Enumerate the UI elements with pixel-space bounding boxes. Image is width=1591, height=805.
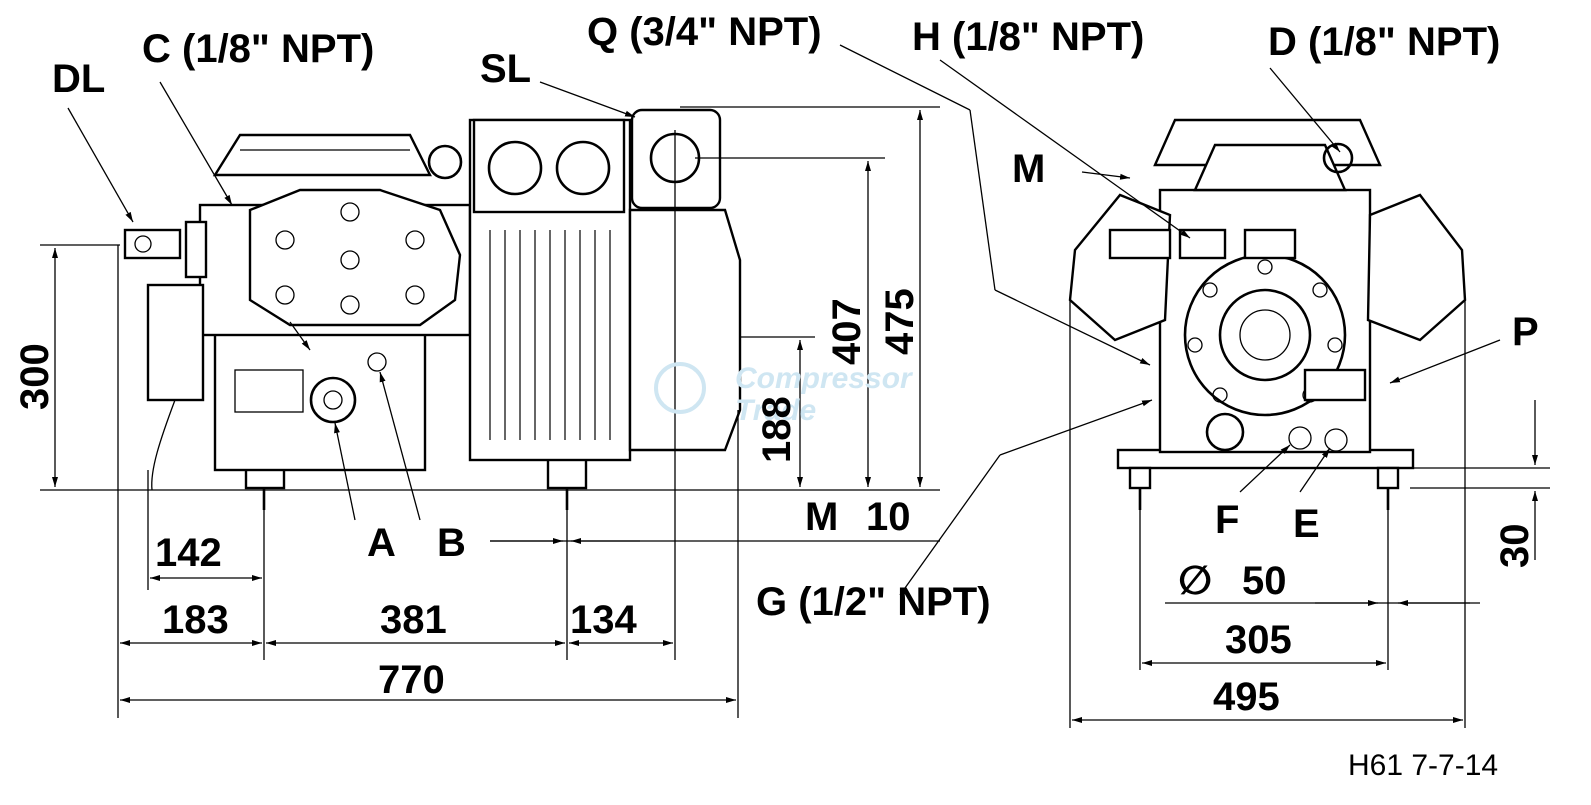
front-dimension-lines <box>1072 400 1538 723</box>
dim-134: 134 <box>570 598 637 642</box>
callout-d: D (1/8" NPT) <box>1268 20 1500 64</box>
side-dimension-lines <box>52 110 923 703</box>
callout-sl: SL <box>480 47 531 91</box>
dim-381: 381 <box>380 598 447 642</box>
dim-407: 407 <box>825 298 869 365</box>
dimension-labels: 300 188 407 475 10 142 183 381 134 770 ∅… <box>13 288 1537 719</box>
callout-m-side: M <box>1012 147 1045 191</box>
dim-142: 142 <box>155 531 222 575</box>
callout-g: G (1/2" NPT) <box>756 580 991 624</box>
callout-b: B <box>437 521 466 565</box>
callout-h: H (1/8" NPT) <box>912 15 1144 59</box>
side-leaders <box>67 81 636 521</box>
dim-300: 300 <box>13 343 57 410</box>
watermark-line2: Trade <box>735 394 816 427</box>
side-view <box>40 106 940 718</box>
dim-10: 10 <box>866 495 911 539</box>
dim-dia-symbol: ∅ <box>1178 559 1212 603</box>
callout-labels: DL C (1/8" NPT) SL Q (3/4" NPT) H (1/8" … <box>52 10 1539 624</box>
dim-188: 188 <box>755 396 799 463</box>
dim-50: 50 <box>1242 559 1287 603</box>
watermark-line1: Compressor <box>735 362 914 395</box>
dim-475: 475 <box>878 288 922 355</box>
dim-305: 305 <box>1225 618 1292 662</box>
callout-q: Q (3/4" NPT) <box>587 10 822 54</box>
callout-f: F <box>1215 498 1239 542</box>
dim-183: 183 <box>162 598 229 642</box>
callout-dl: DL <box>52 57 105 101</box>
front-view <box>1068 118 1550 728</box>
callout-p: P <box>1512 310 1539 354</box>
callout-c: C (1/8" NPT) <box>142 27 374 71</box>
drawing-code: H61 7-7-14 <box>1348 749 1498 782</box>
dim-30: 30 <box>1493 524 1537 569</box>
callout-m-dim: M <box>805 495 838 539</box>
dim-770: 770 <box>378 658 445 702</box>
watermark: Compressor Trade <box>654 362 914 427</box>
front-leaders <box>839 44 1501 596</box>
dim-495: 495 <box>1213 675 1280 719</box>
callout-e: E <box>1293 502 1320 546</box>
callout-a: A <box>367 521 396 565</box>
